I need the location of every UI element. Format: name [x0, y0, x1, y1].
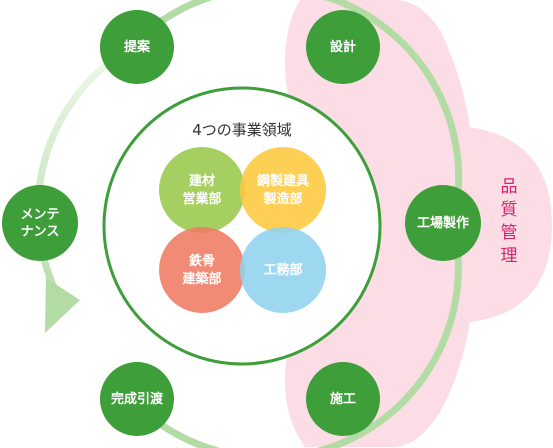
division-kouseitategu: 鋼製建具製造部 — [240, 147, 326, 233]
cycle-node-kanseihikiwatashi: 完成引渡 — [100, 362, 174, 436]
division-circle — [159, 227, 245, 313]
center-title: 4つの事業領域 — [192, 121, 292, 139]
division-circle — [240, 227, 326, 313]
cycle-node-sekou: 施工 — [306, 362, 380, 436]
cycle-node-label: メンテナンス — [20, 207, 59, 239]
cycle-node-label: 施工 — [330, 391, 356, 407]
business-areas-circle: 4つの事業領域 建材営業部 鋼製建具製造部 鉄骨建築部 工務部 — [102, 86, 382, 366]
division-tekkotsu: 鉄骨建築部 — [159, 227, 245, 313]
division-kenzai: 建材営業部 — [159, 147, 245, 233]
cycle-node-label: 完成引渡 — [111, 391, 164, 407]
cycle-node-teian: 提案 — [100, 10, 174, 84]
cycle-node-circle — [405, 185, 481, 261]
quality-control-label: 品質管理 — [501, 177, 518, 266]
cycle-node-circle — [306, 10, 380, 84]
division-circle — [240, 147, 326, 233]
cycle-node-label: 工場製作 — [417, 215, 469, 231]
division-label: 鋼製建具製造部 — [256, 173, 309, 207]
cycle-node-circle — [2, 185, 78, 261]
division-circle — [159, 147, 245, 233]
cycle-node-label: 設計 — [330, 39, 356, 55]
cycle-node-maintenance: メンテナンス — [2, 185, 78, 261]
division-koumu: 工務部 — [240, 227, 326, 313]
division-label: 工務部 — [263, 262, 302, 278]
cycle-arrow-icon — [45, 278, 80, 333]
cycle-node-circle — [100, 10, 174, 84]
division-label: 建材営業部 — [182, 173, 221, 207]
cycle-node-sekkei: 設計 — [306, 10, 380, 84]
division-label: 鉄骨建築部 — [182, 253, 221, 287]
cycle-node-circle — [306, 362, 380, 436]
cycle-ring — [34, 0, 463, 448]
cycle-node-label: 提案 — [124, 39, 151, 55]
cycle-node-koujouseisaku: 工場製作 — [405, 185, 481, 261]
cycle-node-circle — [100, 362, 174, 436]
